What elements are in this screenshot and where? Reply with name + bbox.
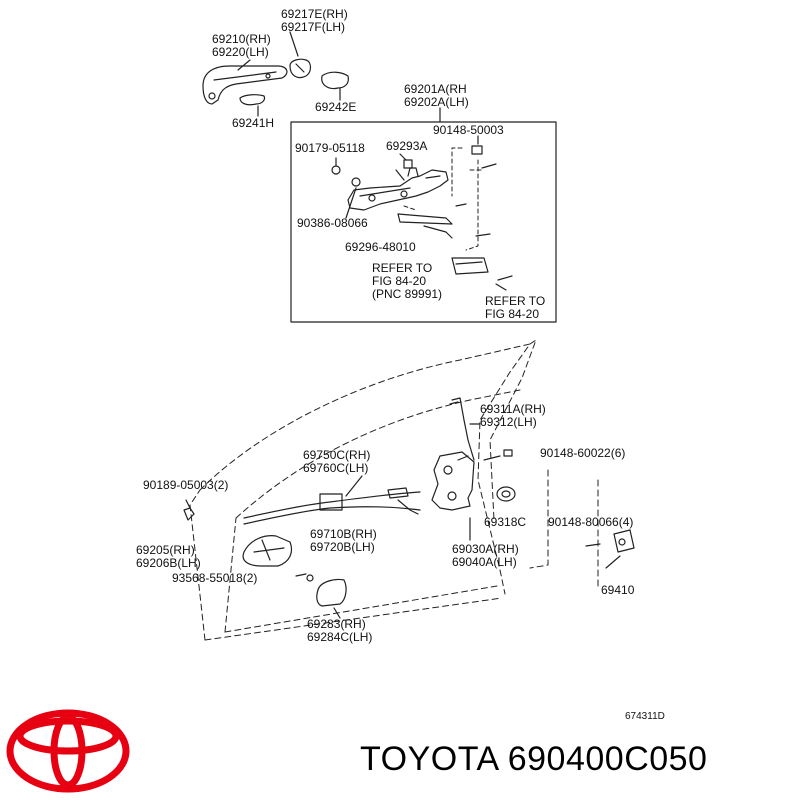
grommet-90386 (345, 177, 361, 219)
handle-pad-69242e (321, 71, 349, 90)
brand-part-number: TOYOTA 690400C050 (360, 740, 707, 779)
label-cable-69710: 69710B(RH)69720B(LH) (310, 527, 377, 554)
label-inner-handle: 69205(RH)69206B(LH) (136, 543, 201, 570)
screw-90179 (331, 157, 341, 175)
handle-cover (289, 58, 312, 79)
label-pad-69242e: 69242E (315, 100, 357, 114)
inset-frame-box (290, 121, 557, 323)
label-link-rod: 69311A(RH)69312(LH) (480, 402, 546, 429)
screw-90148-60022 (483, 449, 513, 461)
lock-link-rod (449, 397, 475, 461)
label-lock-assy: 69030A(RH)69040A(LH) (452, 542, 519, 569)
lock-cover-69318c (496, 486, 516, 502)
label-bolt-90148-50003: 90148-50003 (433, 123, 504, 137)
screw-93568 (295, 573, 314, 582)
rod-69296 (397, 213, 453, 239)
label-striker: 69410 (601, 583, 635, 597)
bolt-90148-50003 (455, 135, 497, 237)
clip-90189 (183, 499, 195, 521)
label-grommet-90386: 90386-08066 (297, 216, 368, 230)
door-lock-assembly (431, 451, 475, 511)
label-clip-69293a: 69293A (386, 139, 428, 153)
outer-door-handle (202, 65, 288, 105)
label-clip-90189: 90189-05003(2) (143, 478, 229, 492)
label-pad-69241h: 69241H (232, 116, 275, 130)
label-cover-69318c: 69318C (484, 515, 527, 529)
clip-69293a (399, 153, 413, 169)
label-screw-90179: 90179-05118 (295, 141, 365, 155)
handle-pad-69241h (239, 94, 266, 106)
inside-door-handle (242, 535, 293, 567)
brand-name: TOYOTA (360, 740, 498, 778)
control-cables (243, 487, 421, 525)
label-bezel: 69283(RH)69284C(LH) (307, 617, 373, 644)
label-screw-93568: 93568-55018(2) (172, 571, 258, 585)
label-cable-69750: 69750C(RH)69760C(LH) (303, 448, 371, 475)
lock-cylinder-block (451, 257, 513, 291)
label-outer-handle: 69210(RH)69220(LH) (212, 32, 271, 59)
toyota-logo-icon (6, 709, 130, 793)
label-outer-handle-cover: 69217E(RH)69217F(LH) (281, 7, 348, 34)
part-number: 690400C050 (507, 740, 708, 778)
diagram-reference-code: 674311D (625, 711, 665, 722)
door-striker (585, 529, 635, 553)
handle-frame-assembly (347, 167, 449, 211)
door-outline (189, 339, 599, 641)
label-screw-90148-80066: 90148-80066(4) (548, 515, 634, 529)
label-rod-69296: 69296-48010 (345, 240, 416, 254)
handle-bezel (316, 578, 347, 607)
label-screw-90148-60022: 90148-60022(6) (540, 446, 626, 460)
